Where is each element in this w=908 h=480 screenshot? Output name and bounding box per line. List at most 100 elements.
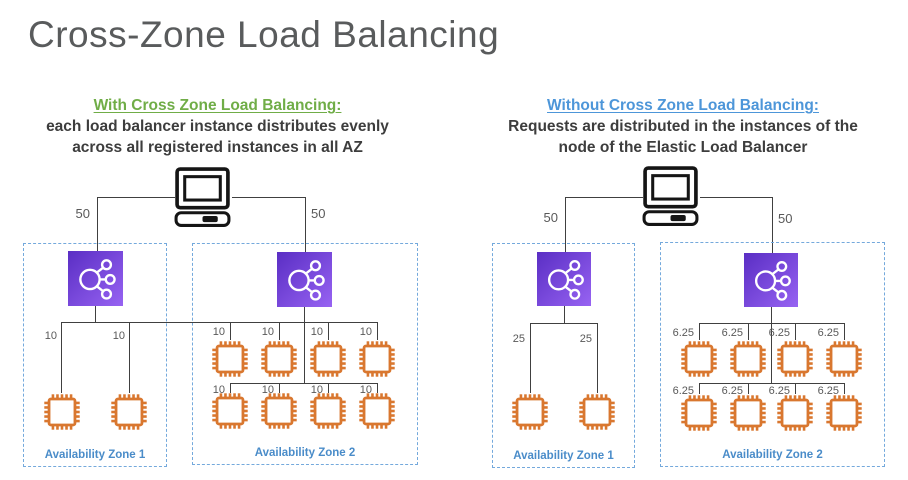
cross-zone-bus-line xyxy=(61,322,377,324)
left-caption-line2: across all registered instances in all A… xyxy=(72,139,363,156)
instance-value: 10 xyxy=(310,326,323,338)
ec2-instance-icon xyxy=(309,392,347,430)
connector-line xyxy=(129,322,131,393)
connector-line xyxy=(377,322,379,340)
connector-line xyxy=(279,322,281,340)
availability-zone-2-box: Availability Zone 2 xyxy=(192,243,418,465)
instance-value: 10 xyxy=(44,330,57,342)
connector-line xyxy=(97,197,99,252)
instance-value: 10 xyxy=(112,330,125,342)
ec2-instance-icon xyxy=(729,340,767,378)
availability-zone-1-box: Availability Zone 1 xyxy=(492,243,635,468)
load-balancer-icon xyxy=(277,252,332,307)
connector-line xyxy=(748,323,750,340)
connector-line xyxy=(699,323,701,340)
connector-line xyxy=(699,383,701,394)
connector-line xyxy=(230,383,232,393)
instance-value: 10 xyxy=(212,326,225,338)
connector-line xyxy=(771,307,773,384)
instance-value: 6.25 xyxy=(768,327,790,339)
availability-zone-label: Availability Zone 1 xyxy=(513,450,614,462)
availability-zone-label: Availability Zone 1 xyxy=(44,449,146,461)
ec2-instance-icon xyxy=(511,393,549,431)
connector-line xyxy=(772,197,774,253)
left-caption: With Cross Zone Load Balancing: each loa… xyxy=(0,95,435,158)
ec2-instance-icon xyxy=(825,394,863,432)
availability-zone-2-box: Availability Zone 2 xyxy=(660,242,885,467)
ec2-instance-icon xyxy=(776,340,814,378)
traffic-value: 50 xyxy=(778,211,793,226)
instance-value: 6.25 xyxy=(768,385,790,397)
ec2-instance-icon xyxy=(825,340,863,378)
ec2-instance-icon xyxy=(358,392,396,430)
traffic-value: 50 xyxy=(311,206,326,221)
client-computer-icon xyxy=(172,167,233,228)
connector-line xyxy=(844,383,846,394)
ec2-instance-icon xyxy=(260,340,298,378)
ec2-instance-icon xyxy=(358,340,396,378)
bus-line xyxy=(530,323,597,325)
connector-line xyxy=(230,322,232,340)
load-balancer-icon xyxy=(744,253,798,307)
instance-value: 10 xyxy=(261,326,274,338)
ec2-instance-icon xyxy=(110,393,148,431)
connector-line xyxy=(565,197,643,199)
connector-line xyxy=(61,322,63,393)
connector-line xyxy=(377,383,379,393)
left-caption-line1: each load balancer instance distributes … xyxy=(46,118,389,135)
connector-line xyxy=(305,197,307,253)
ec2-instance-icon xyxy=(309,340,347,378)
right-caption-line1: Requests are distributed in the instance… xyxy=(508,118,858,135)
instance-value: 10 xyxy=(359,384,372,396)
instance-value: 25 xyxy=(512,333,525,345)
right-caption-line2: node of the Elastic Load Balancer xyxy=(558,139,808,156)
instance-value: 6.25 xyxy=(672,385,694,397)
ec2-instance-icon xyxy=(578,393,616,431)
instance-value: 10 xyxy=(359,326,372,338)
connector-line xyxy=(795,383,797,394)
ec2-instance-icon xyxy=(776,394,814,432)
instance-value: 6.25 xyxy=(721,327,743,339)
right-caption-heading: Without Cross Zone Load Balancing: xyxy=(547,97,819,114)
ec2-instance-icon xyxy=(260,392,298,430)
instance-value: 10 xyxy=(310,384,323,396)
connector-line xyxy=(564,306,566,323)
connector-line xyxy=(700,197,772,199)
bus-line xyxy=(230,383,377,385)
ec2-instance-icon xyxy=(729,394,767,432)
instance-value: 6.25 xyxy=(721,385,743,397)
ec2-instance-icon xyxy=(43,393,81,431)
connector-line xyxy=(95,306,97,323)
instance-value: 6.25 xyxy=(817,327,839,339)
connector-line xyxy=(844,323,846,340)
availability-zone-label: Availability Zone 2 xyxy=(722,449,823,461)
right-caption: Without Cross Zone Load Balancing: Reque… xyxy=(468,95,898,158)
ec2-instance-icon xyxy=(680,340,718,378)
availability-zone-1-box: Availability Zone 1 xyxy=(23,243,167,467)
client-computer-icon xyxy=(640,166,701,227)
traffic-value: 50 xyxy=(75,206,90,221)
connector-line xyxy=(232,197,306,199)
connector-line xyxy=(748,383,750,394)
instance-value: 6.25 xyxy=(817,385,839,397)
load-balancer-icon xyxy=(537,252,591,306)
traffic-value: 50 xyxy=(543,210,558,225)
connector-line xyxy=(597,323,599,393)
bus-line xyxy=(699,383,844,385)
instance-value: 25 xyxy=(579,333,592,345)
connector-line xyxy=(328,383,330,393)
left-caption-heading: With Cross Zone Load Balancing: xyxy=(93,97,342,114)
connector-line xyxy=(795,323,797,340)
connector-line xyxy=(304,307,306,384)
availability-zone-label: Availability Zone 2 xyxy=(254,447,356,459)
connector-line xyxy=(565,197,567,252)
ec2-instance-icon xyxy=(211,392,249,430)
load-balancer-icon xyxy=(68,251,123,306)
connector-line xyxy=(530,323,532,393)
connector-line xyxy=(279,383,281,393)
connector-line xyxy=(328,322,330,340)
ec2-instance-icon xyxy=(680,394,718,432)
ec2-instance-icon xyxy=(211,340,249,378)
bus-line xyxy=(699,323,844,325)
